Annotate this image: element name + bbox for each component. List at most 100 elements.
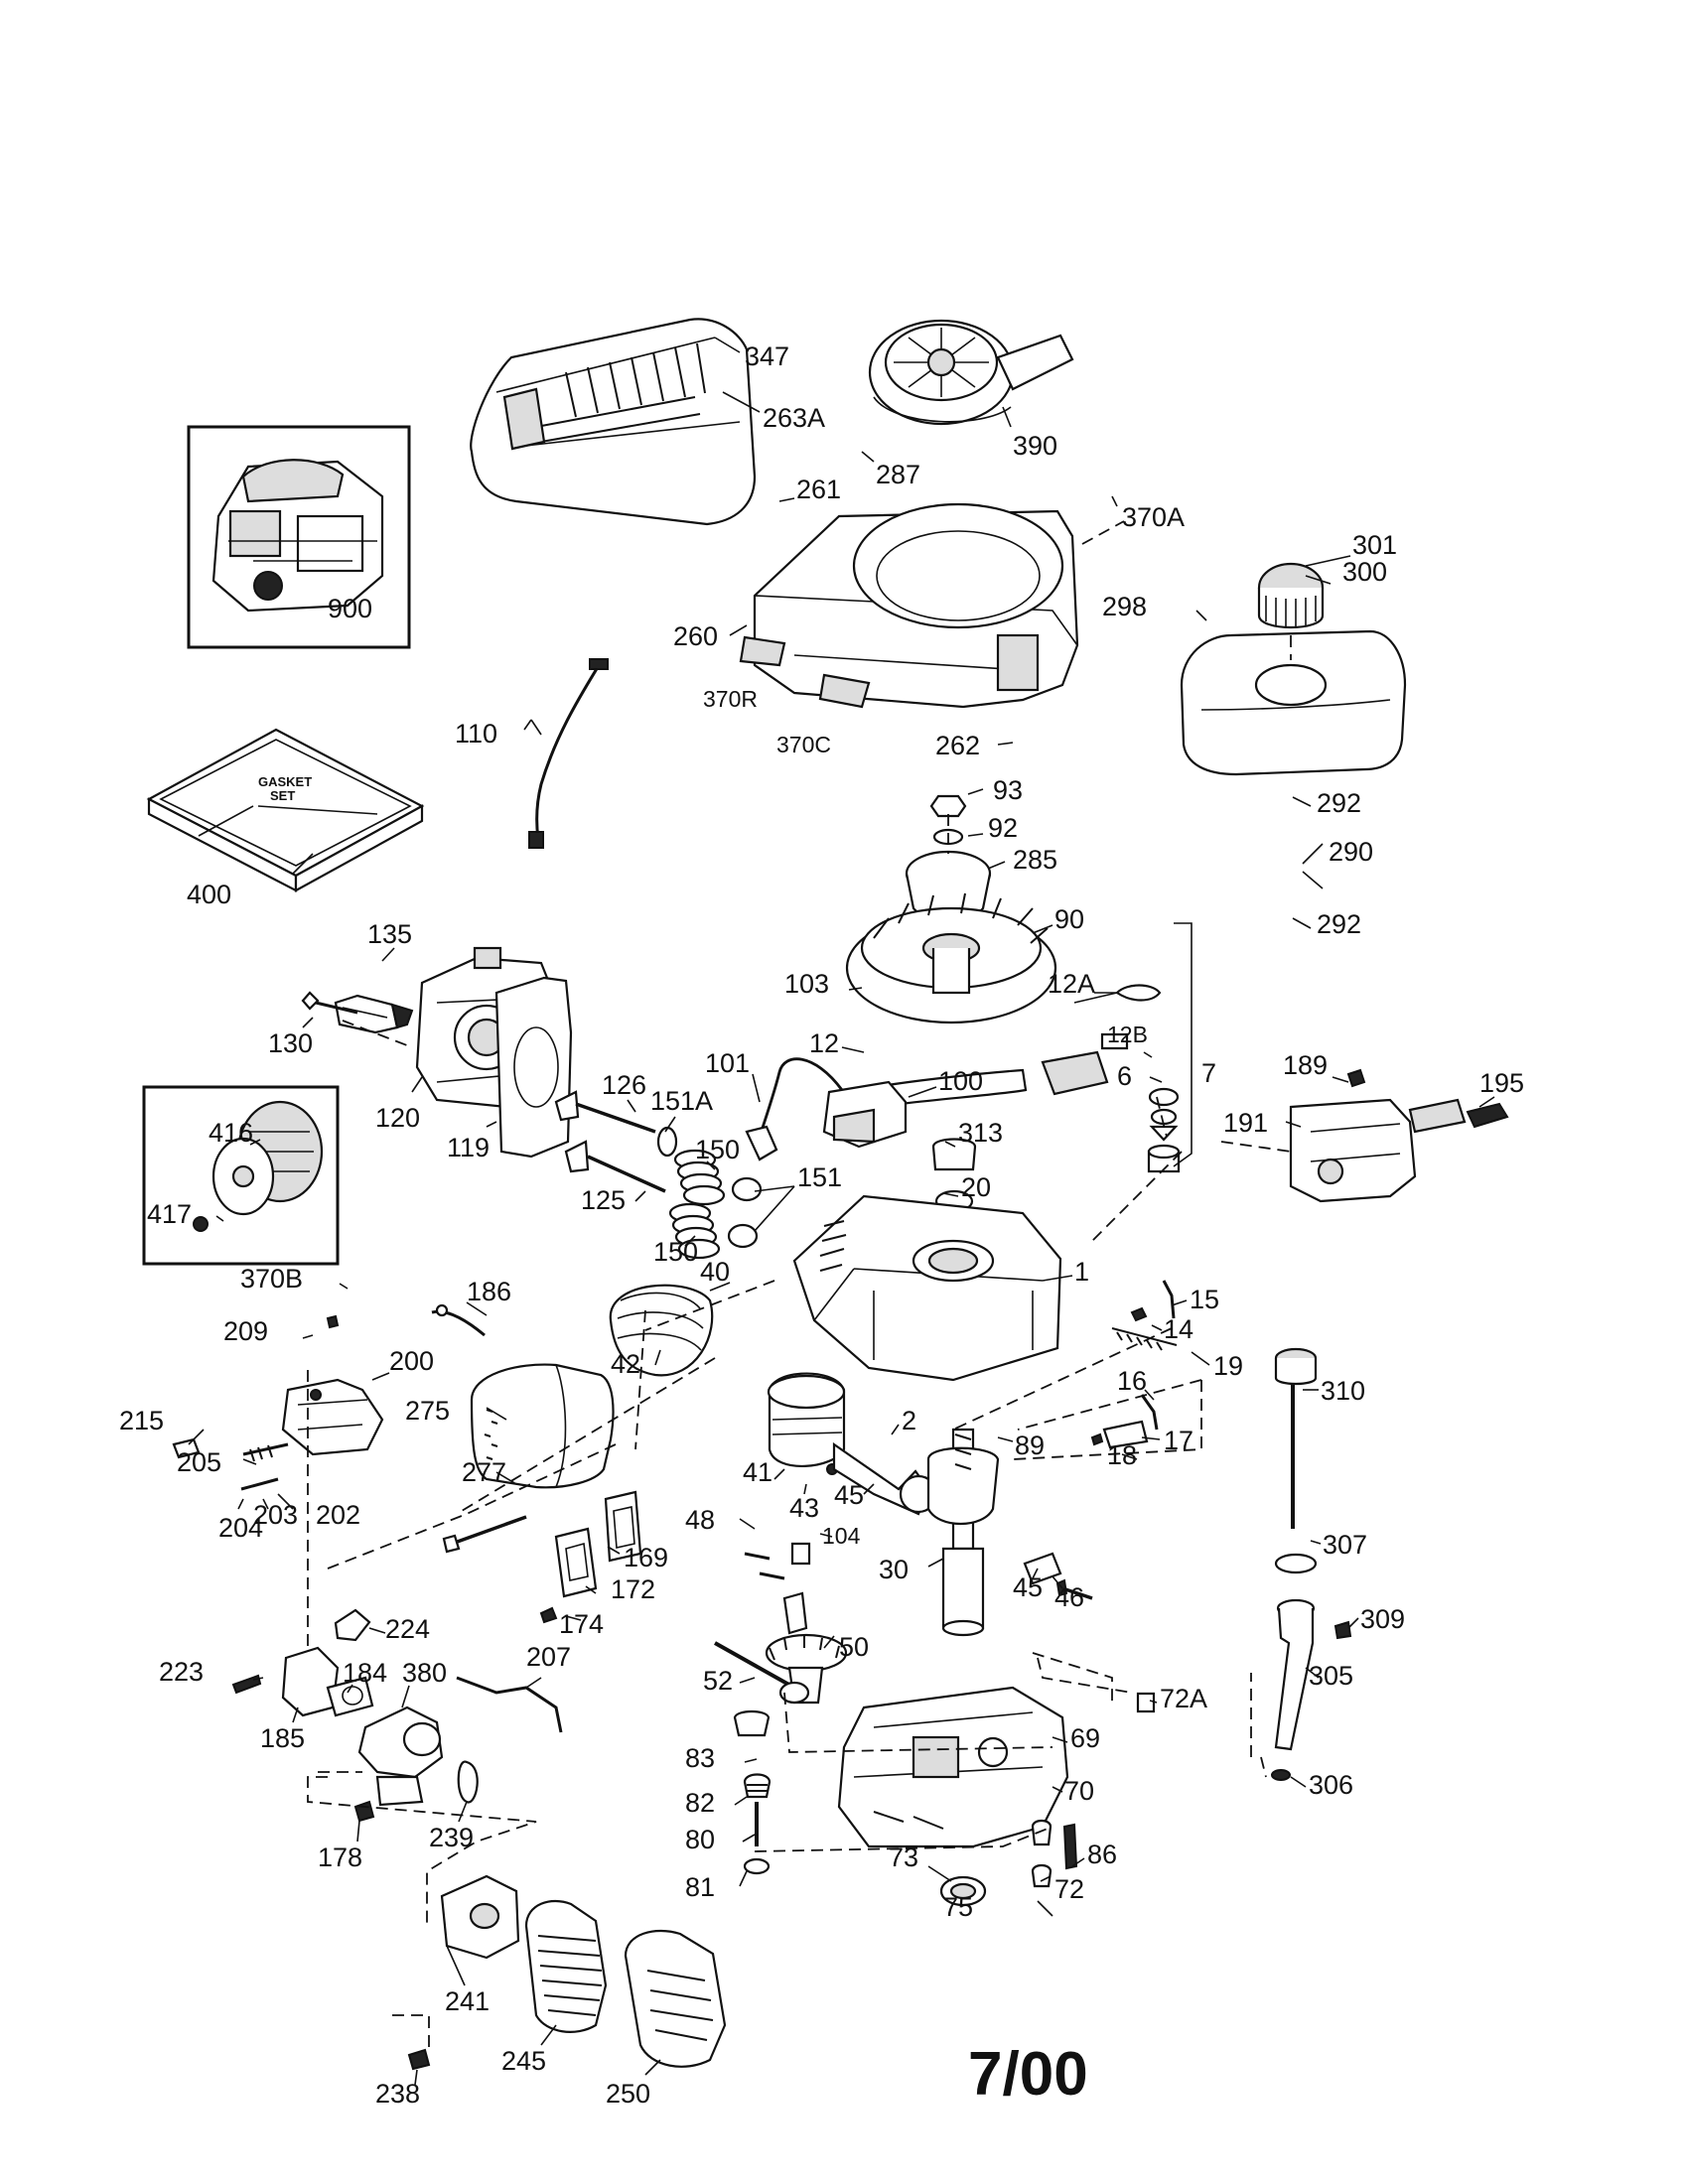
governor-spring-link: [456, 1676, 563, 1733]
callout-label: 46: [1054, 1582, 1084, 1612]
callout-label: 92: [988, 813, 1018, 843]
callout-label: 224: [385, 1614, 430, 1644]
callout-label: 298: [1102, 592, 1147, 621]
governor-linkage: [1090, 1280, 1178, 1449]
callout-label: 104: [822, 1523, 861, 1549]
callout-label: 6: [1117, 1061, 1132, 1091]
callout-label: 275: [405, 1396, 450, 1426]
inset-engine-label: 900: [328, 594, 372, 623]
callout-label: 110: [455, 719, 497, 749]
flywheel-hardware-stack: [905, 794, 992, 919]
callout-label: 12B: [1107, 1022, 1148, 1047]
callout-label: 202: [316, 1500, 360, 1530]
engine-block: [792, 1194, 1062, 1382]
callout-label: 45: [834, 1480, 864, 1510]
callout-label: 151: [797, 1162, 842, 1192]
head-gasket: [494, 976, 573, 1159]
flywheel: [845, 892, 1057, 1024]
callout-label: 120: [375, 1103, 420, 1133]
cover-vent-slots: [535, 342, 706, 443]
callout-label: 169: [624, 1543, 668, 1572]
callout-label: 370R: [703, 686, 758, 712]
callout-label: 19: [1213, 1351, 1243, 1381]
callout-label: 18: [1107, 1440, 1137, 1470]
callout-label: 370A: [1122, 502, 1185, 532]
callout-label: 191: [1223, 1108, 1268, 1138]
gasket-set-text-line2: SET: [270, 788, 295, 803]
callout-label: 12: [809, 1028, 839, 1058]
callout-label: 285: [1013, 845, 1057, 875]
callout-label: 69: [1070, 1723, 1100, 1753]
callout-label: 70: [1064, 1776, 1094, 1806]
callout-label: 101: [705, 1048, 750, 1078]
callout-label: 45: [1013, 1572, 1043, 1602]
callout-label: 126: [602, 1070, 646, 1100]
callout-label: 209: [223, 1316, 268, 1346]
callout-label: 215: [119, 1406, 164, 1435]
engine-cover-shroud: [470, 318, 757, 526]
callout-label: 300: [1342, 557, 1387, 587]
muffler: [442, 1363, 615, 1554]
callout-label: 73: [889, 1843, 918, 1872]
callout-label: 93: [993, 775, 1023, 805]
callout-label: 72A: [1160, 1684, 1207, 1713]
callout-label: 151A: [650, 1086, 713, 1116]
rewind-starter: [868, 319, 1074, 426]
callout-label: 290: [1329, 837, 1373, 867]
callout-label: 82: [685, 1788, 715, 1818]
callout-label: 390: [1013, 431, 1057, 461]
callout-label: 43: [789, 1493, 819, 1523]
callout-label: 262: [935, 731, 980, 760]
assembly-dash-lines: [307, 520, 1292, 2050]
piston: [767, 1372, 846, 1475]
callout-label: 90: [1054, 904, 1084, 934]
callout-label: 40: [700, 1257, 730, 1287]
fuel-tank: [1180, 562, 1407, 776]
engine-assembly-thumbnail: [211, 459, 384, 613]
callout-label: 103: [784, 969, 829, 999]
callout-label: 16: [1117, 1366, 1147, 1396]
callout-label: 238: [375, 2079, 420, 2109]
valve-spring-lower: [668, 1202, 721, 1260]
ignition-module: [745, 1057, 908, 1161]
callout-label: 347: [745, 341, 789, 371]
callout-label: 261: [796, 475, 841, 504]
callout-label: 119: [447, 1133, 490, 1162]
valves-and-springs: [554, 1090, 763, 1260]
callout-label: 2: [902, 1406, 916, 1435]
callout-label: 204: [218, 1513, 263, 1543]
governor-control-bracket: [1289, 1068, 1509, 1203]
dipstick: [1274, 1347, 1318, 1574]
callout-label: 195: [1479, 1068, 1524, 1098]
choke-link: [431, 1303, 486, 1337]
callout-label: 20: [961, 1172, 991, 1202]
callout-leaders: [188, 337, 1495, 2086]
callout-label: 42: [611, 1349, 640, 1379]
callout-label: 89: [1015, 1431, 1045, 1460]
callout-label: 223: [159, 1657, 204, 1687]
callout-label: 81: [685, 1872, 715, 1902]
callout-label: 80: [685, 1825, 715, 1854]
callout-label: 50: [839, 1632, 869, 1662]
callout-label: 207: [526, 1642, 571, 1672]
callout-label: 100: [938, 1066, 983, 1096]
governor-shaft: [714, 1641, 810, 1737]
gasket-set-text-line1: GASKET: [258, 774, 312, 789]
callout-label: 17: [1164, 1426, 1193, 1455]
callout-label: 172: [611, 1574, 655, 1604]
callout-label: 370B: [240, 1264, 303, 1294]
callout-label: 200: [389, 1346, 434, 1376]
callout-label: 310: [1321, 1376, 1365, 1406]
callout-label: 52: [703, 1666, 733, 1696]
callout-label: 203: [253, 1500, 298, 1530]
callout-label: 72: [1054, 1874, 1084, 1904]
callout-label: 287: [876, 460, 920, 489]
callout-label: 189: [1283, 1050, 1328, 1080]
air-filter-assembly: [407, 1874, 727, 2071]
callout-label: 313: [958, 1118, 1003, 1148]
callout-label: 135: [367, 919, 412, 949]
date-stamp: 7/00: [968, 2040, 1088, 2109]
callout-label: 239: [429, 1823, 474, 1852]
callout-label: 263A: [763, 403, 825, 433]
callout-label: 15: [1190, 1285, 1219, 1314]
